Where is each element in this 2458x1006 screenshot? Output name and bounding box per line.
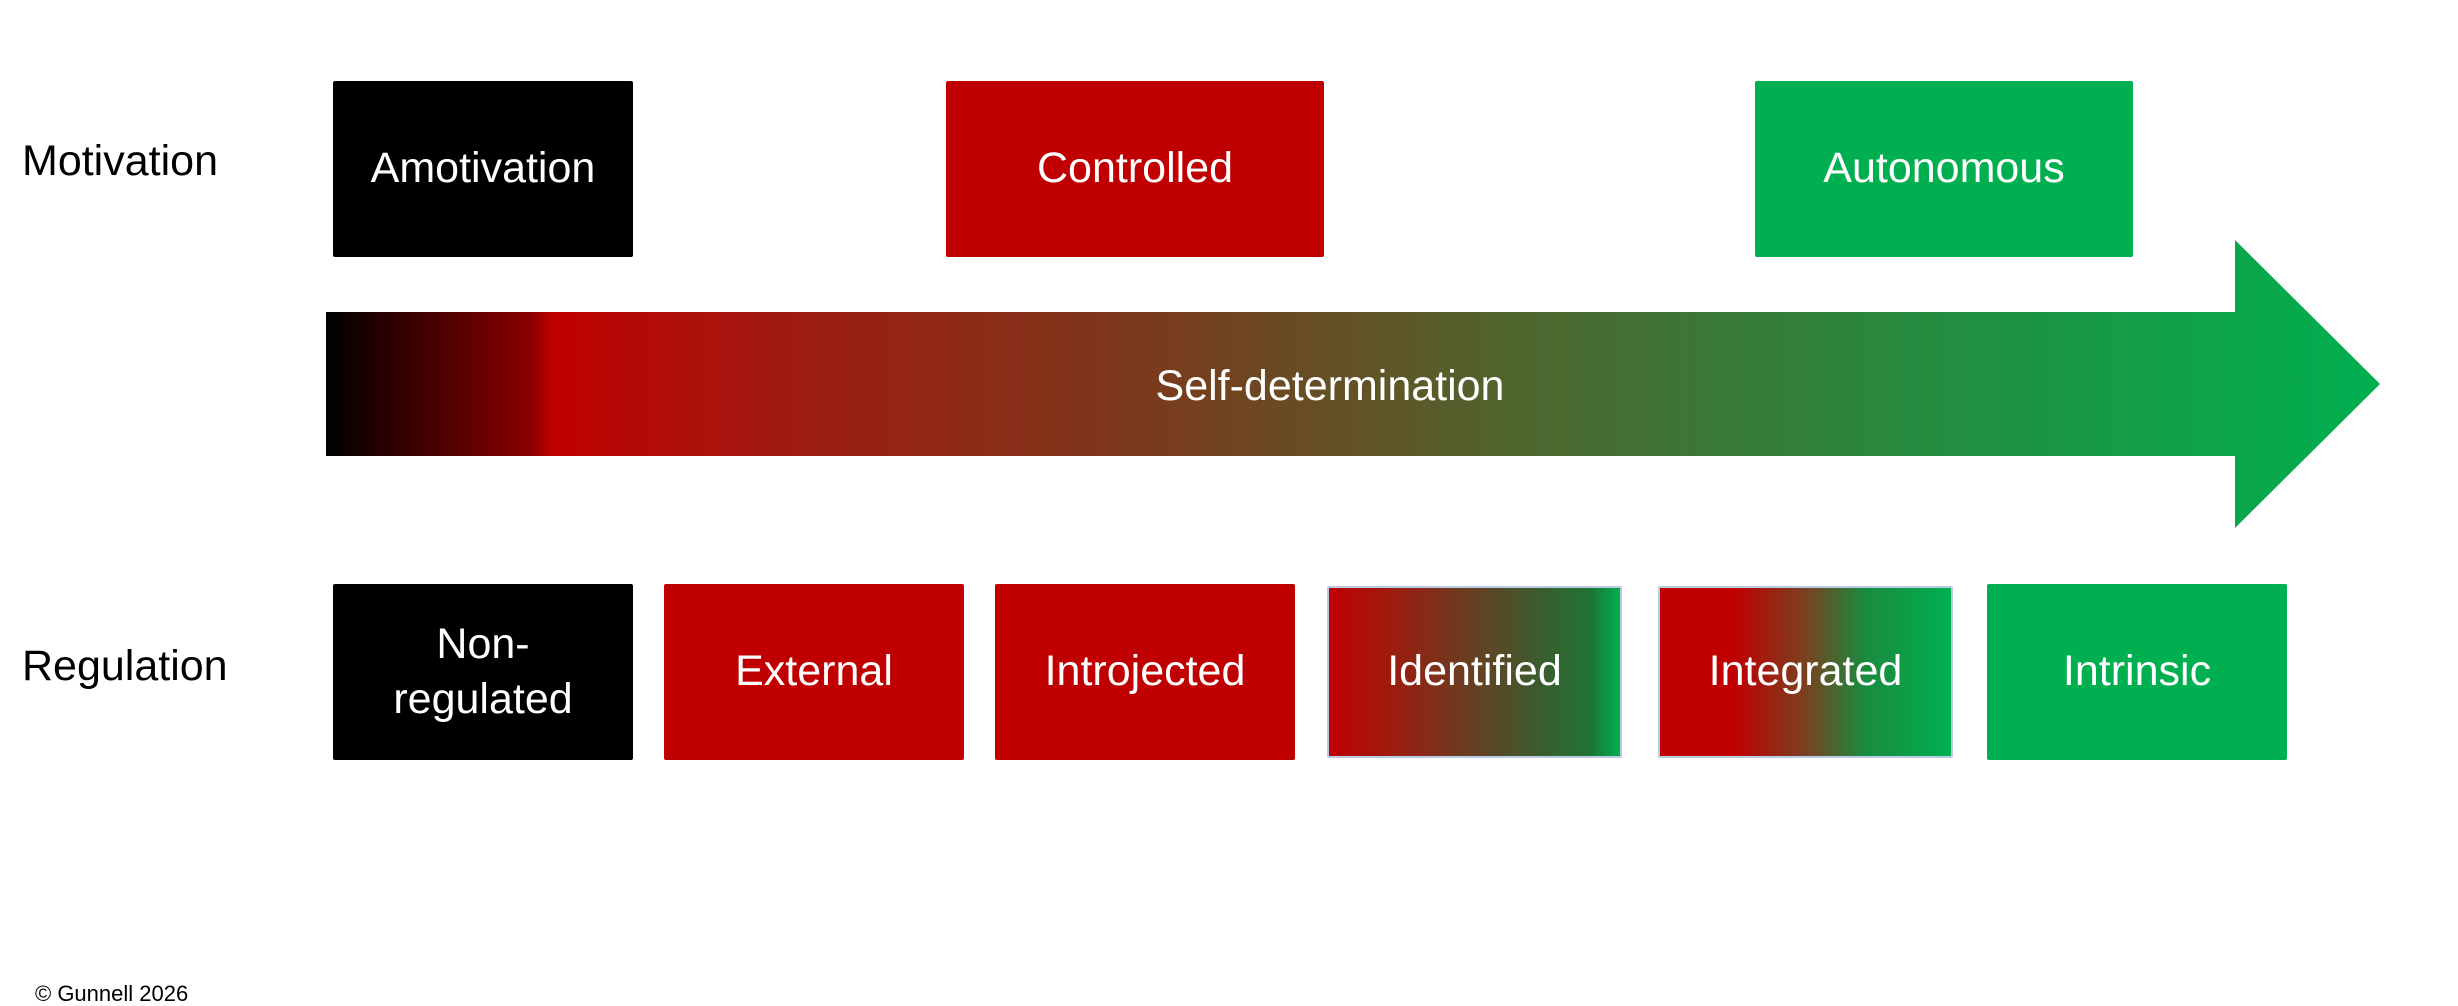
autonomous-label: Autonomous xyxy=(1823,144,2065,193)
non-regulated-label-line1: Non- xyxy=(436,619,530,668)
self-determination-label: Self-determination xyxy=(1155,362,1505,410)
external-label: External xyxy=(735,647,893,696)
intrinsic-box: Intrinsic xyxy=(1987,584,2287,760)
integrated-label: Integrated xyxy=(1708,647,1903,696)
external-box: External xyxy=(664,584,964,760)
non-regulated-label-line2: regulated xyxy=(393,675,573,723)
motivation-row-label: Motivation xyxy=(22,137,218,185)
controlled-box: Controlled xyxy=(946,81,1324,257)
controlled-label: Controlled xyxy=(1037,144,1233,193)
introjected-label: Introjected xyxy=(1044,647,1246,696)
amotivation-box: Amotivation xyxy=(333,81,633,257)
integrated-box: Integrated xyxy=(1658,586,1953,758)
regulation-row-label: Regulation xyxy=(22,642,228,690)
non-regulated-box: Non- regulated xyxy=(333,584,633,760)
amotivation-label: Amotivation xyxy=(370,144,596,193)
identified-label: Identified xyxy=(1387,647,1562,696)
introjected-box: Introjected xyxy=(995,584,1295,760)
intrinsic-label: Intrinsic xyxy=(2062,647,2212,696)
copyright-footer: © Gunnell 2026 xyxy=(35,981,189,1006)
autonomous-box: Autonomous xyxy=(1755,81,2133,257)
identified-box: Identified xyxy=(1327,586,1622,758)
